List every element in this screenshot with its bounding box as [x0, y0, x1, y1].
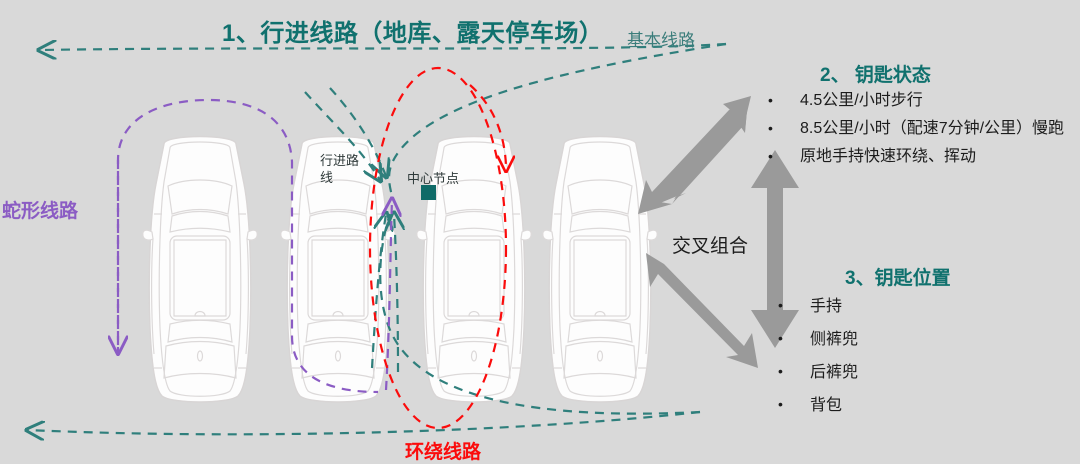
car-row: [142, 135, 658, 403]
around-route-arrow: [469, 84, 506, 170]
basic-route-bottom: [28, 410, 701, 434]
around-route-ellipse: [368, 66, 508, 430]
list-item: 原地手持快速环绕、挥动: [760, 142, 1064, 171]
basic-route-inner-ascend-2: [394, 214, 398, 373]
around-route: [368, 66, 508, 430]
list-item: 侧裤兜: [770, 322, 858, 356]
label-basic-route: 基本线路: [627, 31, 695, 50]
basic-route-inner-descend: [329, 87, 386, 176]
label-snake-route: 蛇形线路: [2, 201, 79, 222]
basic-route-inner-descend-2: [304, 91, 380, 180]
snake-route-outer: [116, 98, 379, 394]
list-item: 手持: [770, 289, 858, 323]
label-travel-route: 行进路线: [320, 153, 360, 185]
list-item: 背包: [770, 388, 858, 422]
heading-key-position: 3、钥匙位置: [845, 268, 951, 289]
heading-key-state: 2、 钥匙状态: [820, 65, 931, 86]
cross-arrow-upper-left-shape: [638, 98, 748, 214]
list-item: 4.5公里/小时步行: [760, 86, 1064, 115]
car-1: [142, 135, 258, 403]
cross-arrow-lower-left-shape: [646, 253, 758, 368]
basic-route-top: [40, 44, 727, 50]
cross-arrows: [638, 96, 799, 368]
cross-arrow-vertical-shape: [751, 150, 799, 348]
key-position-list: 手持 侧裤兜 后裤兜 背包: [770, 289, 858, 422]
label-around-route: 环绕线路: [405, 442, 482, 463]
list-item: 后裤兜: [770, 355, 858, 389]
center-node-marker: [421, 185, 436, 200]
label-center-node: 中心节点: [407, 171, 460, 186]
list-item: 8.5公里/小时（配速7分钟/公里）慢跑: [760, 114, 1064, 143]
basic-route-lines: [28, 44, 727, 434]
page-title: 1、行进线路（地库、露天停车场）: [222, 20, 604, 47]
key-state-list: 4.5公里/小时步行 8.5公里/小时（配速7分钟/公里）慢跑 原地手持快速环绕…: [760, 86, 1064, 171]
label-cross-combine: 交叉组合: [672, 236, 749, 257]
car-4: [542, 135, 658, 403]
basic-route-inner-ascend: [370, 214, 386, 369]
